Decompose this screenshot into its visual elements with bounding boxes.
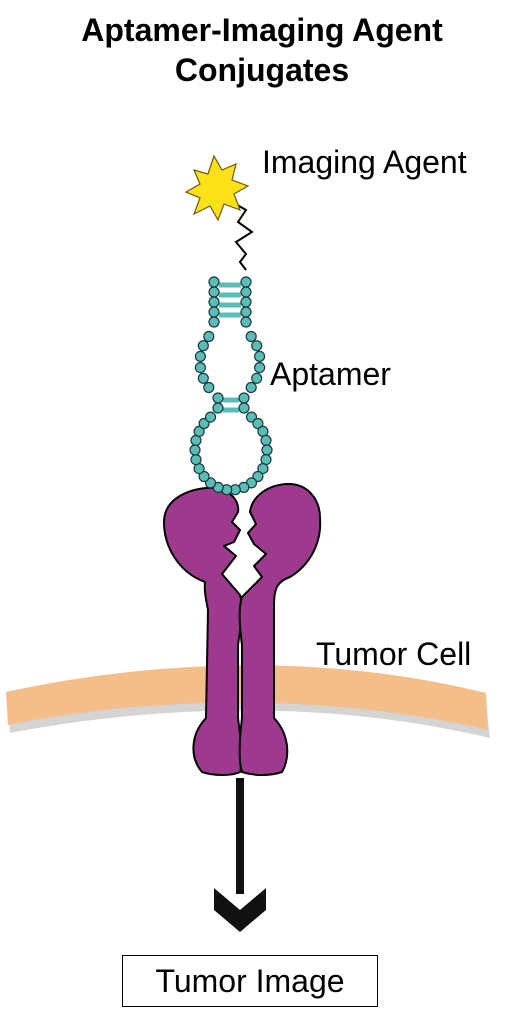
aptamer-bead [245,381,257,394]
linker-zigzag [231,201,254,271]
aptamer-bead [194,362,206,374]
aptamer-bead [240,286,252,298]
receptor-left-chain [163,486,243,776]
signal-arrow [214,778,266,932]
imaging-agent-star [184,154,250,222]
aptamer-bead [208,316,220,328]
aptamer-bead [203,381,215,394]
aptamer-bead [257,463,269,475]
aptamer-bead [251,372,263,384]
figure-title: Aptamer-Imaging Agent Conjugates [0,10,524,90]
aptamer-bead [197,372,209,384]
aptamer-structure [189,276,273,496]
aptamer-bead [212,392,224,404]
aptamer-bead [189,444,201,456]
aptamer-bead [208,306,220,318]
aptamer-bead [238,402,250,414]
aptamer-bead [251,340,263,352]
aptamer-bead [190,454,202,466]
aptamer-bead [252,417,264,430]
aptamer-label: Aptamer [270,356,391,392]
imaging-agent-label: Imaging Agent [262,144,467,180]
aptamer-bead [208,286,220,298]
aptamer-bead [260,434,272,446]
aptamer-beads [189,276,273,496]
tumor-cell-label: Tumor Cell [316,636,472,672]
aptamer-bead [208,296,220,308]
aptamer-base-pairs [219,282,241,413]
aptamer-bead [245,330,257,343]
aptamer-bead [254,362,266,374]
aptamer-bead [254,350,266,362]
tumor-image-box: Tumor Image [122,955,378,1007]
aptamer-bead [240,276,252,288]
title-line-1: Aptamer-Imaging Agent [81,12,443,48]
aptamer-bead [212,402,224,414]
title-line-2: Conjugates [174,52,350,88]
aptamer-bead [203,330,215,343]
aptamer-bead [238,392,250,404]
aptamer-bead [193,425,205,437]
aptamer-bead [240,306,252,318]
aptamer-bead [240,316,252,328]
aptamer-bead [208,276,220,288]
aptamer-bead [261,444,273,456]
aptamer-bead [198,470,210,483]
receptor-right-chain [238,482,322,776]
aptamer-bead [204,411,217,423]
aptamer-bead [194,350,206,362]
aptamer-bead [240,296,252,308]
aptamer-bead [197,340,209,352]
receptor-protein [163,482,322,776]
